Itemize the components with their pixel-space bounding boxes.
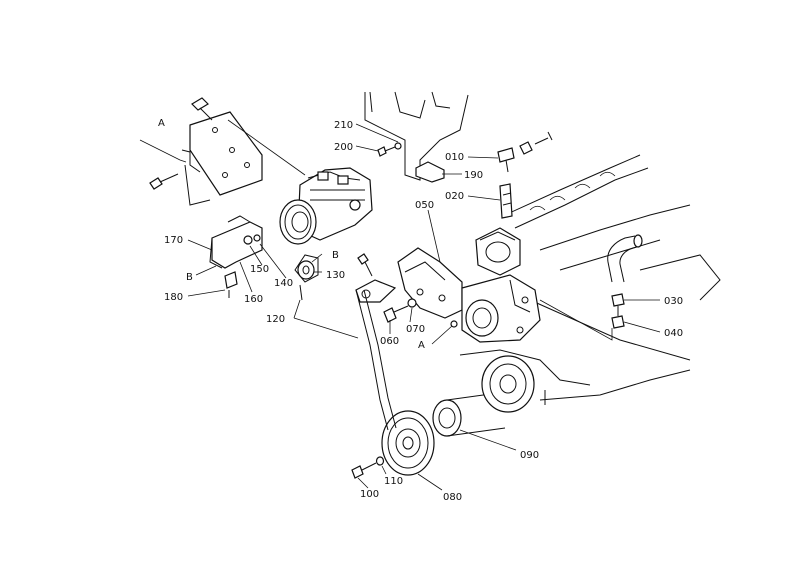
bracket-050 xyxy=(355,247,463,319)
callout-050: 050 xyxy=(415,200,434,211)
engine-block xyxy=(364,91,721,405)
ref-b-left: B xyxy=(186,272,193,283)
callout-190: 190 xyxy=(464,170,483,181)
callout-020: 020 xyxy=(445,191,464,202)
idler-pulley xyxy=(294,254,319,301)
bolts-060-070 xyxy=(383,298,417,323)
callout-090: 090 xyxy=(520,450,539,461)
callout-060: 060 xyxy=(380,336,399,347)
callout-140: 140 xyxy=(274,278,293,289)
water-pump xyxy=(450,227,541,343)
callout-130: 130 xyxy=(326,270,345,281)
hose xyxy=(607,234,643,283)
bracket-upper xyxy=(149,97,263,206)
ref-b-right: B xyxy=(332,250,339,261)
fittings-right xyxy=(611,293,625,329)
drive-belt xyxy=(355,289,397,431)
crank-pulleys xyxy=(351,355,535,479)
callout-labels: 010 020 030 040 050 060 070 080 090 100 … xyxy=(158,118,683,503)
ac-compressor xyxy=(279,167,373,245)
callout-160: 160 xyxy=(244,294,263,305)
callout-040: 040 xyxy=(664,328,683,339)
ref-a-bottom: A xyxy=(418,340,425,351)
fittings-top xyxy=(377,131,553,219)
callout-150: 150 xyxy=(250,264,269,275)
callout-030: 030 xyxy=(664,296,683,307)
callout-070: 070 xyxy=(406,324,425,335)
callout-010: 010 xyxy=(445,152,464,163)
callout-210: 210 xyxy=(334,120,353,131)
ref-a-top: A xyxy=(158,118,165,129)
callout-080: 080 xyxy=(443,492,462,503)
leader-lines xyxy=(139,119,661,491)
bracket-lower xyxy=(209,215,263,298)
callout-120: 120 xyxy=(266,314,285,325)
callout-200: 200 xyxy=(334,142,353,153)
callout-100: 100 xyxy=(360,489,379,500)
callout-180: 180 xyxy=(164,292,183,303)
callout-170: 170 xyxy=(164,235,183,246)
callout-110: 110 xyxy=(384,476,403,487)
